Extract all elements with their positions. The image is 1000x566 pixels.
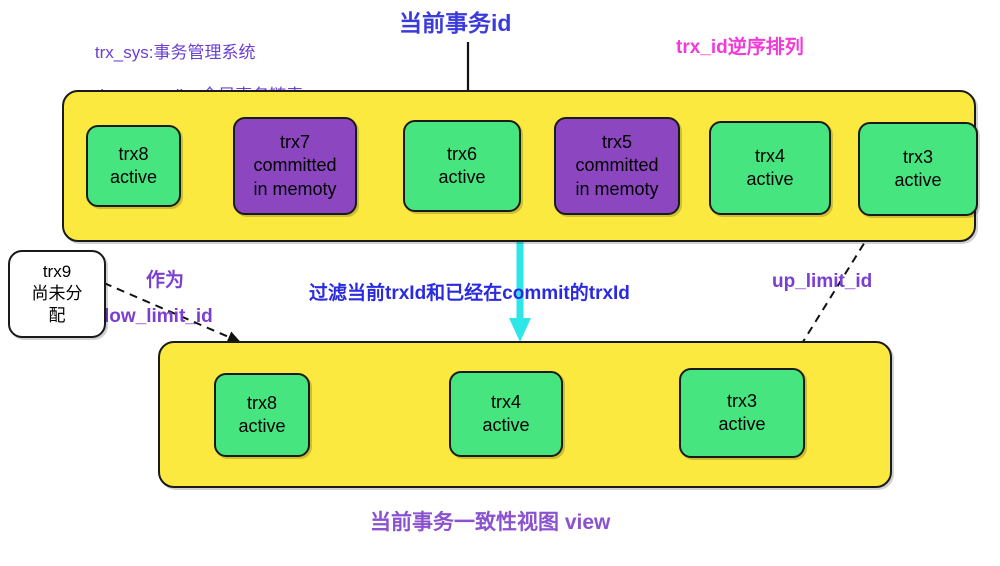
filter-note-label: 过滤当前trxId和已经在commit的trxId	[309, 283, 630, 304]
global-node-trx6-name: trx6	[446, 143, 477, 164]
global-node-trx3-name: trx3	[902, 146, 933, 167]
view-node-trx8-name: trx8	[246, 392, 277, 413]
view-node-trx8[interactable]: trx8 active	[214, 373, 310, 457]
global-node-trx3[interactable]: trx3 active	[858, 122, 978, 216]
global-node-trx5-name: trx5	[601, 131, 632, 152]
view-node-trx4-name: trx4	[490, 391, 521, 412]
global-node-trx6-status: active	[438, 167, 486, 187]
global-node-trx6[interactable]: trx6 active	[403, 120, 521, 212]
unassigned-node-trx9-line3: 配	[48, 306, 66, 326]
view-node-trx3-status: active	[718, 414, 766, 434]
view-node-trx3[interactable]: trx3 active	[679, 368, 805, 458]
global-node-trx7-status-1: committed	[253, 155, 337, 176]
view-node-trx4-status: active	[482, 415, 530, 435]
global-node-trx7-status-2: in memoty	[253, 178, 337, 199]
global-node-trx8-status: active	[109, 167, 158, 187]
global-node-trx3-status: active	[894, 170, 942, 190]
global-node-trx5[interactable]: trx5 committed in memoty	[554, 117, 680, 215]
global-node-trx7-name: trx7	[279, 131, 310, 152]
global-node-trx8[interactable]: trx8 active	[86, 125, 181, 207]
global-node-trx4-name: trx4	[754, 145, 785, 166]
global-node-trx8-name: trx8	[118, 143, 149, 164]
view-node-trx4[interactable]: trx4 active	[449, 371, 563, 457]
global-node-trx7[interactable]: trx7 committed in memoty	[233, 117, 357, 215]
global-node-trx4[interactable]: trx4 active	[709, 121, 831, 215]
up-limit-id-label: up_limit_id	[772, 271, 873, 292]
global-node-trx5-status-1: committed	[575, 155, 659, 176]
trx-sys-line-1: trx_sys:事务管理系统	[94, 42, 256, 62]
current-trx-id-label: 当前事务id	[399, 10, 512, 36]
unassigned-node-trx9-name: trx9	[42, 261, 72, 281]
low-limit-id-prefix-label: 作为	[146, 270, 185, 291]
view-node-trx3-name: trx3	[726, 390, 757, 411]
view-caption-label: 当前事务一致性视图 view	[370, 511, 611, 534]
view-node-trx8-status: active	[238, 416, 286, 436]
global-node-trx5-status-2: in memoty	[575, 178, 659, 199]
low-limit-id-label: low_limit_id	[104, 306, 213, 327]
unassigned-node-trx9[interactable]: trx9 尚未分 配	[8, 250, 106, 338]
global-node-trx4-status: active	[746, 169, 794, 189]
trx-id-order-label: trx_id逆序排列	[676, 37, 804, 58]
unassigned-node-trx9-line2: 尚未分	[31, 283, 83, 303]
